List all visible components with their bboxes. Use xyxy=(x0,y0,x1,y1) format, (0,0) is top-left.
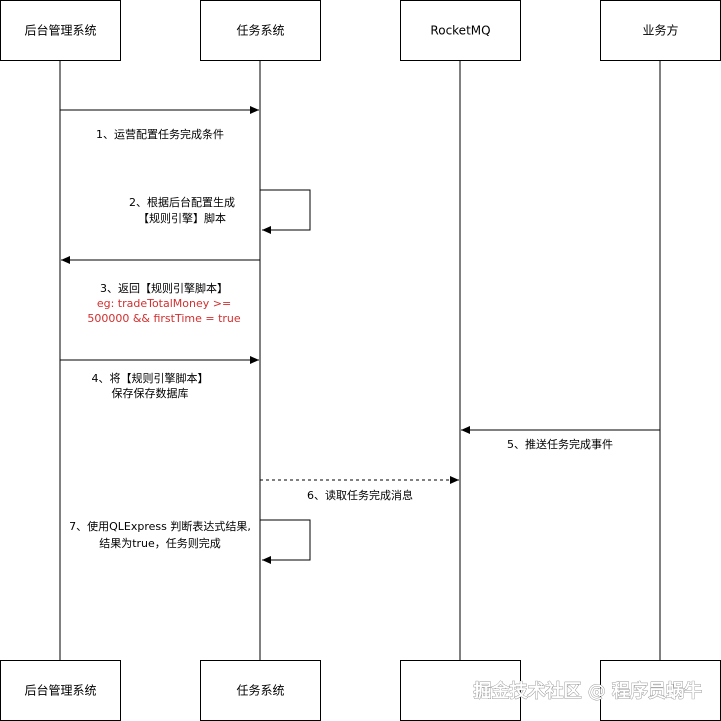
actor-bottom-admin: 后台管理系统 xyxy=(0,660,121,721)
message-3-example-line2: 500000 && firstTime = true xyxy=(87,312,241,325)
message-3: 3、返回【规则引擎脚本】 eg: tradeTotalMoney >= 5000… xyxy=(61,256,260,325)
actor-top-biz: 业务方 xyxy=(600,0,721,61)
message-3-example-line1: eg: tradeTotalMoney >= xyxy=(97,297,231,310)
message-4: 4、将【规则引擎脚本】 保存保存数据库 xyxy=(60,356,259,400)
actor-top-task: 任务系统 xyxy=(200,0,321,61)
message-1: 1、运营配置任务完成条件 xyxy=(60,106,259,141)
message-5-label: 5、推送任务完成事件 xyxy=(507,437,613,451)
actor-label: RocketMQ xyxy=(430,24,490,38)
message-7-arrow xyxy=(260,519,311,564)
watermark: 掘金技术社区 @ 程序员蜗牛 xyxy=(473,680,702,702)
actor-bottom-task: 任务系统 xyxy=(200,660,321,721)
message-7-label-line2: 结果为true，任务则完成 xyxy=(99,536,221,550)
message-1-label: 1、运营配置任务完成条件 xyxy=(96,127,224,141)
actor-bottom-mq xyxy=(400,660,521,721)
message-2-arrow xyxy=(260,189,311,234)
actor-label: 后台管理系统 xyxy=(24,683,96,698)
actor-top-mq: RocketMQ xyxy=(400,0,521,61)
message-4-label-line1: 4、将【规则引擎脚本】 xyxy=(92,371,209,385)
message-6-label: 6、读取任务完成消息 xyxy=(307,488,413,502)
message-6: 6、读取任务完成消息 xyxy=(260,476,459,502)
message-3-label: 3、返回【规则引擎脚本】 xyxy=(100,281,228,295)
message-2-label-line2: 【规则引擎】脚本 xyxy=(138,211,226,225)
message-4-label-line2: 保存保存数据库 xyxy=(112,386,189,400)
actor-label: 后台管理系统 xyxy=(24,23,96,38)
actor-label: 业务方 xyxy=(642,23,678,38)
message-2-label-line1: 2、根据后台配置生成 xyxy=(129,195,235,209)
message-2: 2、根据后台配置生成 【规则引擎】脚本 xyxy=(129,189,311,234)
actor-label: 任务系统 xyxy=(236,683,284,698)
actor-top-admin: 后台管理系统 xyxy=(0,0,121,61)
message-5: 5、推送任务完成事件 xyxy=(461,426,660,451)
message-7: 7、使用QLExpress 判断表达式结果, 结果为true，任务则完成 xyxy=(69,519,311,564)
message-7-label-line1: 7、使用QLExpress 判断表达式结果, xyxy=(69,519,251,533)
actor-label: 任务系统 xyxy=(236,23,284,38)
